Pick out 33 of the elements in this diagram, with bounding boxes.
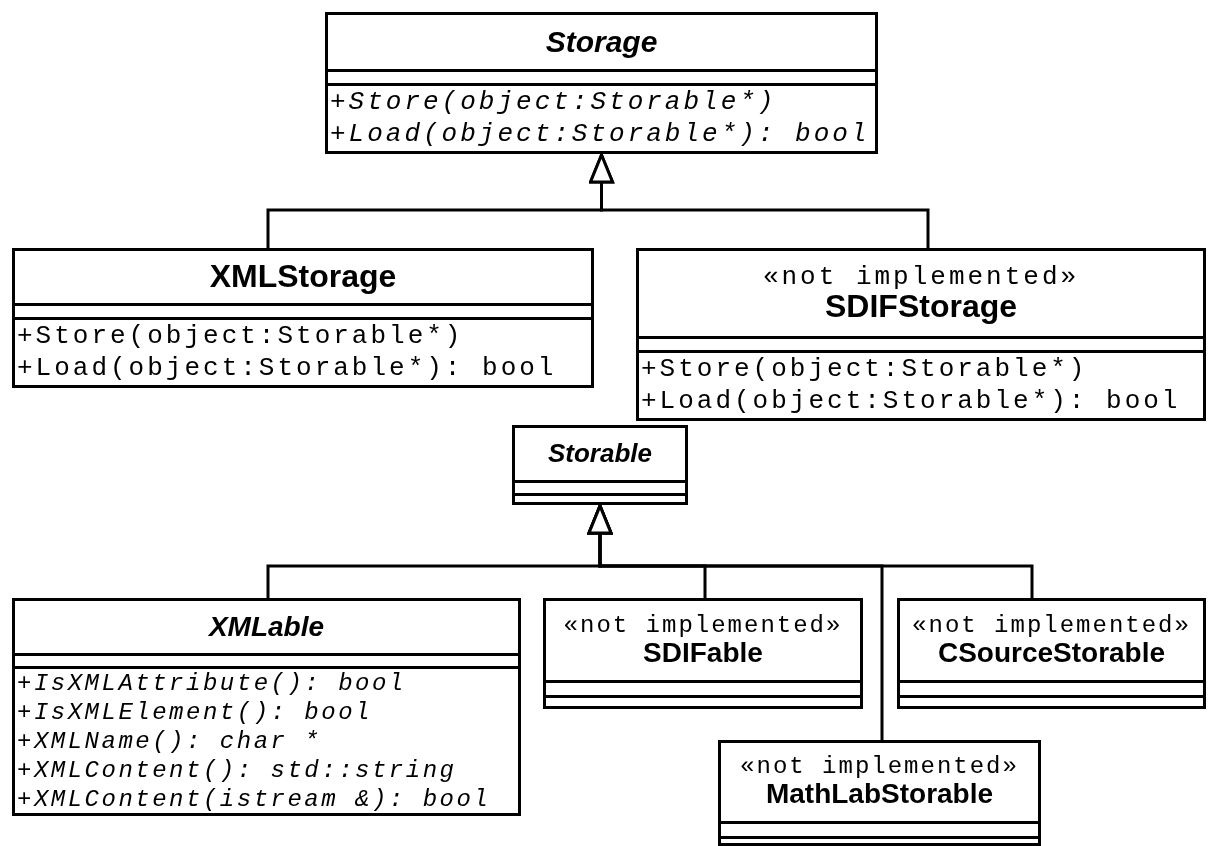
stereotype-label: «not implemented»	[740, 755, 1019, 780]
class-name: SDIFStorage	[825, 289, 1017, 324]
class-box	[897, 598, 1206, 709]
class-name: MathLabStorable	[765, 779, 994, 809]
operation-text: +IsXMLElement(): bool	[17, 698, 372, 727]
operation-text: +IsXMLAttribute(): bool	[17, 669, 406, 698]
class-name: SDIFable	[643, 637, 763, 668]
class-name: Storage	[545, 26, 658, 58]
class-box	[512, 425, 688, 505]
operation-text: +Load(object:Storable*): bool	[641, 385, 1181, 417]
class-box	[12, 248, 594, 388]
class-box	[636, 248, 1206, 421]
class-name: XMLStorage	[209, 260, 397, 294]
class-box	[325, 12, 878, 154]
operation-text: +Load(object:Storable*): bool	[17, 352, 557, 384]
operation-text: +XMLContent(): std::string	[17, 756, 457, 785]
operation-text: +Store(object:Storable*)	[17, 320, 464, 352]
generalization-arrow	[587, 504, 1034, 598]
class-name: Storable	[548, 440, 652, 468]
generalization-arrow	[589, 153, 930, 248]
class-box	[718, 740, 1041, 846]
operation-text: +XMLName(): char *	[17, 727, 322, 756]
operation-text: +Store(object:Storable*)	[330, 86, 777, 118]
operation-text: +Store(object:Storable*)	[641, 353, 1088, 385]
operation-text: +XMLContent(istream &): bool	[17, 785, 491, 814]
stereotype-label: «not implemented»	[912, 613, 1191, 638]
class-box	[12, 598, 521, 816]
stereotype-label: «not implemented»	[563, 613, 843, 638]
stereotype-label: «not implemented»	[762, 263, 1080, 290]
class-box	[543, 598, 863, 709]
operation-text: +Load(object:Storable*): bool	[330, 118, 870, 150]
class-name: XMLable	[208, 612, 325, 642]
class-name: CSourceStorable	[937, 637, 1166, 668]
